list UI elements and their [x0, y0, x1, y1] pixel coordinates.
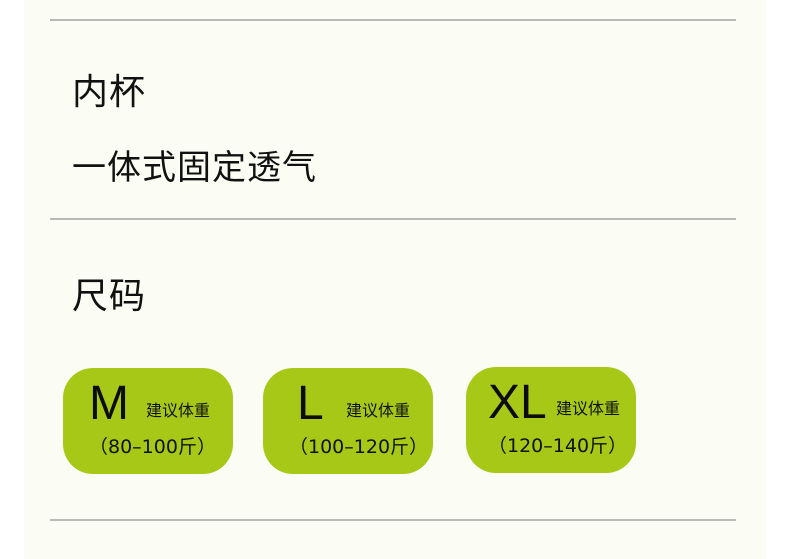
cup-section-value: 一体式固定透气 [72, 148, 317, 188]
size-weight-tip: 建议体重 [346, 401, 411, 420]
size-letter: XL [488, 376, 547, 429]
size-card-xl: XL 建议体重 （120–140斤） [466, 367, 636, 473]
divider-bottom [50, 519, 736, 521]
divider-top [50, 19, 736, 21]
size-letter: M [89, 377, 129, 430]
size-section-title: 尺码 [72, 276, 147, 317]
size-weight-tip: 建议体重 [556, 399, 621, 418]
size-card-m: M 建议体重 （80–100斤） [63, 368, 233, 474]
cup-section-title: 内杯 [72, 72, 147, 113]
size-weight-range: （120–140斤） [488, 435, 628, 457]
size-letter: L [297, 377, 324, 430]
size-weight-range: （100–120斤） [289, 436, 429, 458]
size-card-l: L 建议体重 （100–120斤） [263, 368, 433, 474]
size-weight-range: （80–100斤） [89, 436, 216, 458]
divider-middle [50, 218, 736, 220]
size-weight-tip: 建议体重 [146, 401, 211, 420]
